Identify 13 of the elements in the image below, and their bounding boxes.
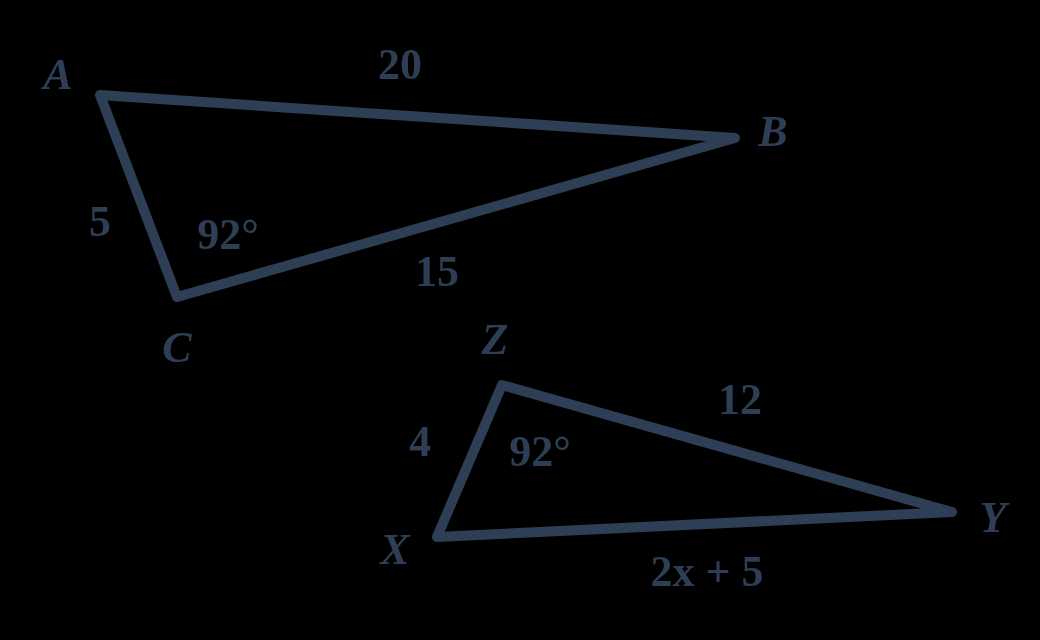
vertex-label: Z xyxy=(481,318,509,362)
side-length: 5 xyxy=(89,200,111,244)
side-length: 12 xyxy=(718,378,762,422)
side-length: 20 xyxy=(378,43,422,87)
angle-measure: 92° xyxy=(197,213,259,257)
vertex-label: X xyxy=(380,528,410,572)
vertex-label: A xyxy=(43,53,73,97)
vertex-label: B xyxy=(758,110,788,154)
side-length: 2x + 5 xyxy=(650,550,764,594)
side-length: 4 xyxy=(409,420,431,464)
vertex-label: C xyxy=(162,326,192,370)
angle-measure: 92° xyxy=(509,430,571,474)
side-length: 15 xyxy=(415,250,459,294)
